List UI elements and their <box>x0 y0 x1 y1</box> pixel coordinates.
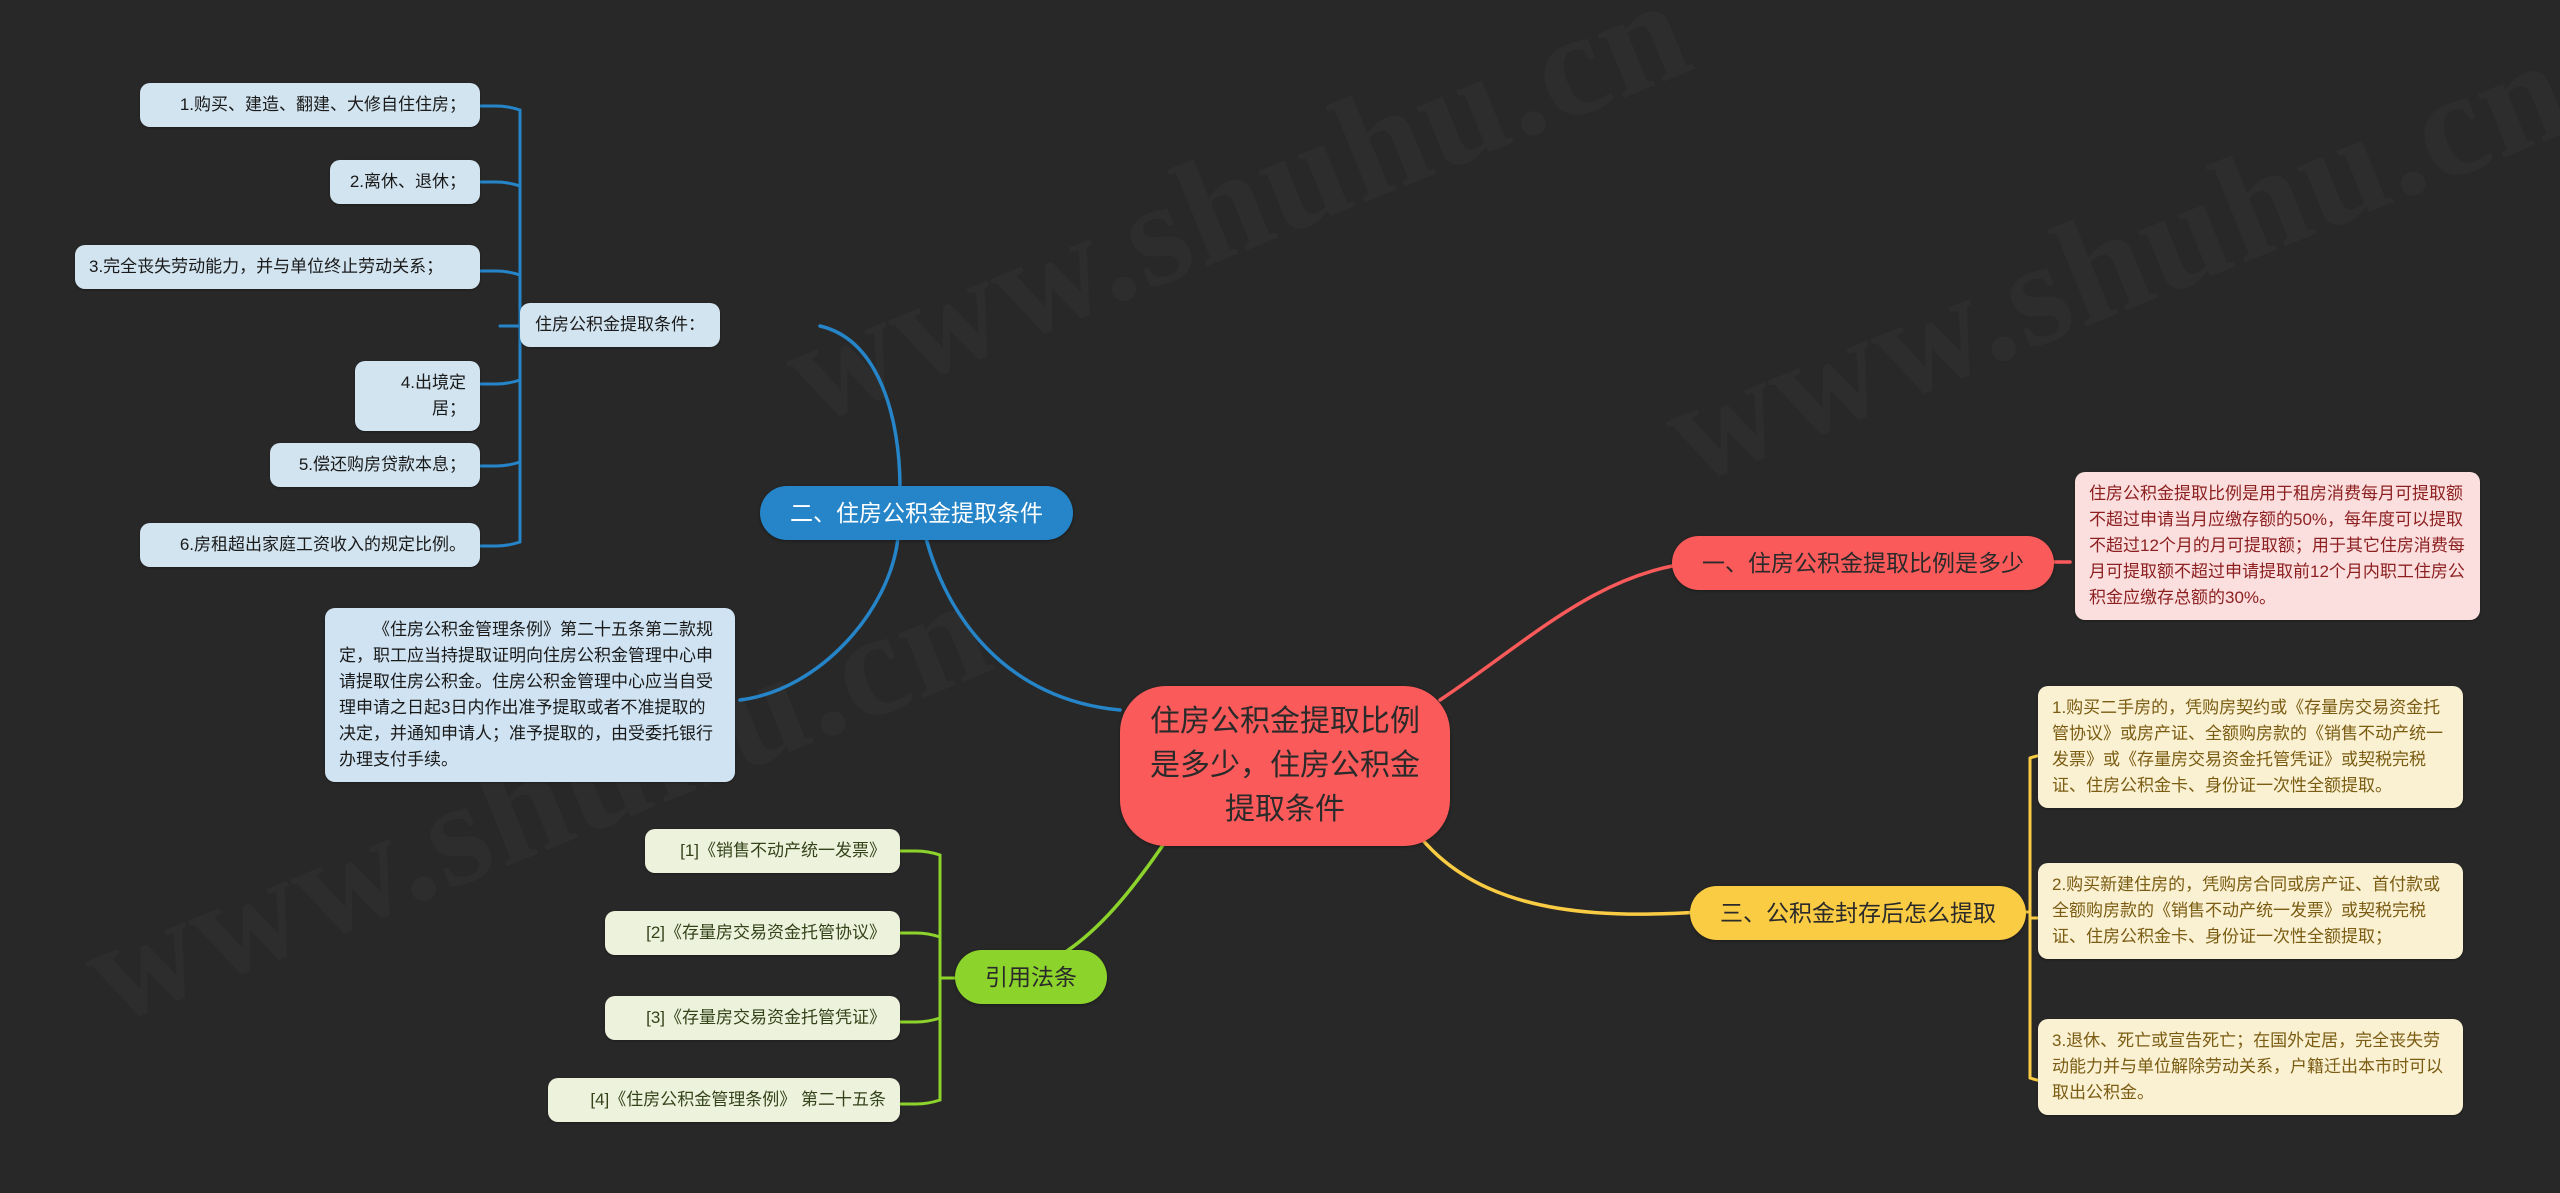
branch-two-note[interactable]: 《住房公积金管理条例》第二十五条第二款规定，职工应当持提取证明向住房公积金管理中… <box>325 608 735 782</box>
condition-item[interactable]: 4.出境定居； <box>355 361 480 431</box>
link-cond-2 <box>478 180 522 188</box>
link-cond-5 <box>478 460 522 468</box>
branch-three-item[interactable]: 2.购买新建住房的，凭购房合同或房产证、首付款或全额购房款的《销售不动产统一发票… <box>2038 863 2463 959</box>
condition-item[interactable]: 6.房租超出家庭工资收入的规定比例。 <box>140 523 480 567</box>
branch-two-subtitle[interactable]: 住房公积金提取条件： <box>520 303 720 347</box>
reference-item[interactable]: [2]《存量房交易资金托管协议》 <box>605 911 900 955</box>
branch-one-content[interactable]: 住房公积金提取比例是用于租房消费每月可提取额不超过申请当月应缴存额的50%，每年… <box>2075 472 2480 620</box>
branch-two[interactable]: 二、住房公积金提取条件 <box>760 486 1073 540</box>
link-two-note <box>738 536 900 702</box>
link-two-subtitle <box>818 324 902 490</box>
link-root-two <box>918 510 1122 712</box>
branch-three[interactable]: 三、公积金封存后怎么提取 <box>1690 886 2026 940</box>
branch-references[interactable]: 引用法条 <box>955 950 1107 1004</box>
watermark: www.shuhu.cn <box>1640 1 2560 519</box>
branch-three-item[interactable]: 1.购买二手房的，凭购房契约或《存量房交易资金托管协议》或房产证、全额购房款的《… <box>2038 686 2463 808</box>
link-root-one <box>1438 560 1702 702</box>
reference-item[interactable]: [3]《存量房交易资金托管凭证》 <box>605 996 900 1040</box>
link-cond-6 <box>478 540 522 548</box>
link-cond-3 <box>478 269 522 277</box>
condition-item[interactable]: 2.离休、退休； <box>330 160 480 204</box>
root-node[interactable]: 住房公积金提取比例是多少，住房公积金提取条件 <box>1120 686 1450 846</box>
condition-item[interactable]: 1.购买、建造、翻建、大修自住住房； <box>140 83 480 127</box>
branch-one[interactable]: 一、住房公积金提取比例是多少 <box>1672 536 2054 590</box>
link-ref-4 <box>898 1098 942 1106</box>
condition-item[interactable]: 5.偿还购房贷款本息； <box>270 443 480 487</box>
link-cond-1 <box>478 104 522 112</box>
link-cond-4 <box>478 378 522 386</box>
watermark: www.shuhu.cn <box>760 0 1712 459</box>
branch-three-item[interactable]: 3.退休、死亡或宣告死亡；在国外定居，完全丧失劳动能力并与单位解除劳动关系，户籍… <box>2038 1019 2463 1115</box>
reference-item[interactable]: [4]《住房公积金管理条例》 第二十五条 <box>548 1078 900 1122</box>
condition-item[interactable]: 3.完全丧失劳动能力，并与单位终止劳动关系； <box>75 245 480 289</box>
link-ref-3 <box>898 1016 942 1024</box>
reference-item[interactable]: [1]《销售不动产统一发票》 <box>645 829 900 873</box>
link-ref-1 <box>898 849 942 857</box>
link-ref-2 <box>898 931 942 939</box>
